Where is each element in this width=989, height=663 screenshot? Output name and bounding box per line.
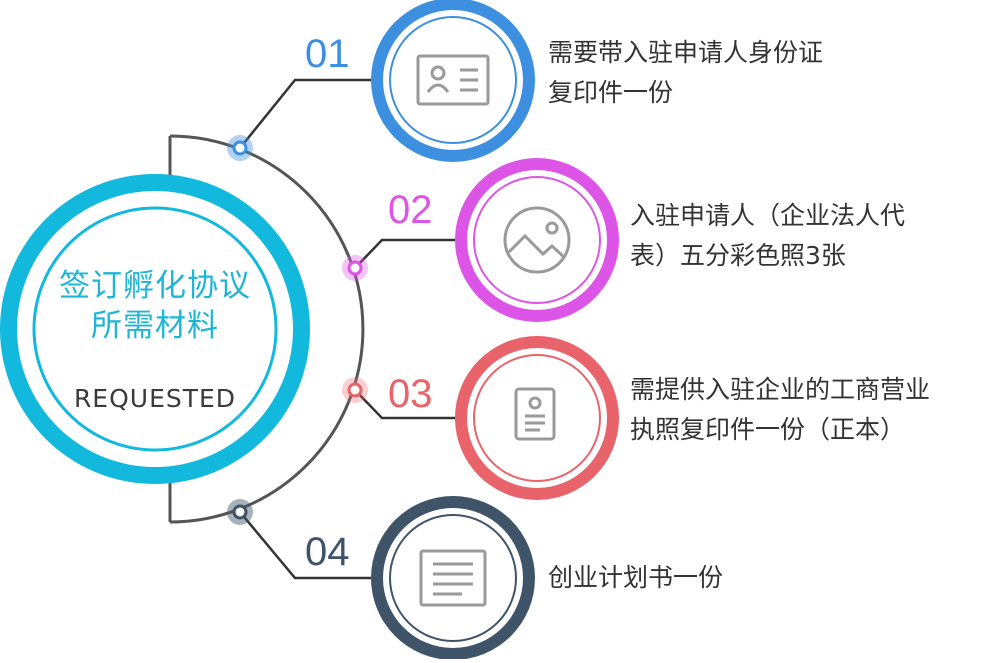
center-title-line2: 所需材料 [91,308,219,344]
node-03 [342,377,368,403]
center-title-line1: 签订孵化协议 [59,268,251,304]
item-circle-03 [455,336,619,500]
item-number-02: 02 [388,188,433,232]
license-icon [514,387,556,441]
item-text-02: 入驻申请人（企业法人代 表）五分彩色照3张 [630,201,906,270]
node-01 [227,135,253,161]
node-02 [342,255,368,281]
item-circle-02 [455,158,619,322]
item-circle-01 [371,0,535,162]
center-thin-ring [32,206,278,452]
item-text-03: 需提供入驻企业的工商营业 执照复印件一份（正本） [630,375,931,444]
item-number-03: 03 [388,372,433,416]
photo-icon [503,206,571,274]
document-icon [419,549,487,607]
center-subtitle: REQUESTED [73,384,237,413]
outer-arc [169,134,365,524]
connector-01 [239,78,380,149]
node-04 [227,499,253,525]
connector-03 [354,389,456,420]
item-text-04: 创业计划书一份 [548,563,724,592]
item-text-01: 需要带入驻申请人身份证 复印件一份 [548,38,824,107]
item-number-04: 04 [305,530,350,574]
center-inner-white [17,191,293,467]
id-card-icon [416,54,490,106]
connector-04 [239,511,380,580]
item-circle-04 [371,496,535,660]
item-number-01: 01 [305,32,350,76]
connector-02 [354,238,456,269]
